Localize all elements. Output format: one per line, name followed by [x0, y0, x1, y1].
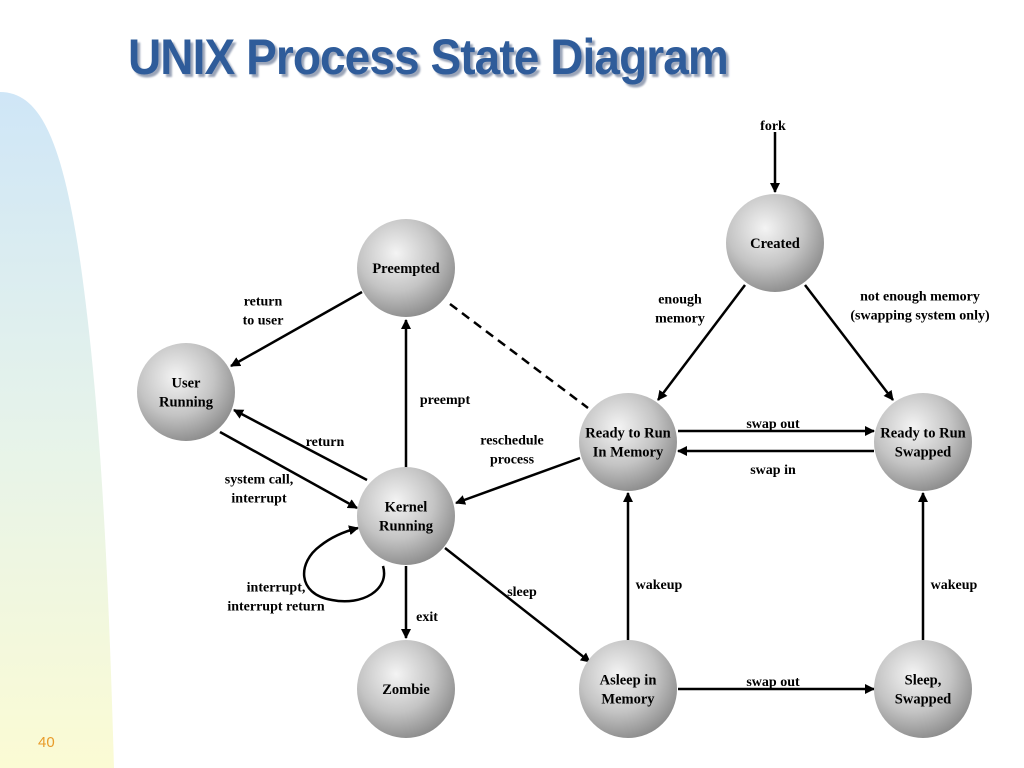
label-line: return	[244, 295, 283, 310]
label-line: swap out	[746, 417, 800, 432]
label-line: swap out	[746, 675, 800, 690]
label-line: Asleep in	[600, 673, 657, 689]
edge-interrupt-loop	[303, 525, 386, 603]
label-line: Swapped	[895, 692, 951, 708]
label-line: Running	[159, 395, 214, 411]
label-reschedule: reschedule process	[480, 434, 544, 468]
label-preempt: preempt	[420, 393, 471, 408]
label-line: interrupt	[231, 492, 287, 507]
state-created: Created	[726, 194, 824, 292]
label-line: (swapping system only)	[850, 309, 990, 324]
edge-not-enough-memory	[804, 284, 894, 401]
label-return-to-user: return to user	[243, 295, 284, 329]
edge-preempted-ready	[449, 303, 589, 409]
label-line: return	[306, 435, 345, 450]
label-line: fork	[760, 119, 786, 134]
state-label: Sleep, Swapped	[895, 673, 951, 708]
label-line: not enough memory	[860, 290, 980, 305]
edge-reschedule	[455, 456, 581, 505]
label-interrupt-return: interrupt, interrupt return	[227, 581, 325, 615]
transition-labels: fork enough memory not enough memory (swap…	[225, 119, 990, 690]
label-line: interrupt,	[247, 581, 306, 596]
label-line: User	[172, 376, 202, 392]
label-sleep: sleep	[507, 585, 537, 600]
page-number: 40	[38, 734, 55, 751]
transition-edges	[219, 132, 928, 694]
label-wakeup-swapped: wakeup	[931, 578, 978, 593]
label-line: Created	[750, 236, 800, 252]
state-sleep-swapped: Sleep, Swapped	[874, 640, 972, 738]
label-line: Sleep,	[905, 673, 942, 689]
label-line: interrupt return	[227, 600, 325, 615]
state-label: Asleep in Memory	[600, 673, 657, 708]
state-label: Preempted	[372, 261, 439, 277]
label-swap-out-bottom: swap out	[746, 675, 800, 690]
label-line: wakeup	[931, 578, 978, 593]
slide-title: UNIX Process State Diagram	[128, 29, 729, 85]
label-line: preempt	[420, 393, 471, 408]
label-line: reschedule	[480, 434, 544, 449]
label-line: wakeup	[636, 578, 683, 593]
label-line: Memory	[601, 692, 655, 708]
label-not-enough-memory: not enough memory (swapping system only)	[850, 290, 990, 324]
state-ready-in-memory: Ready to Run In Memory	[579, 393, 677, 491]
label-line: Zombie	[382, 682, 430, 698]
label-line: In Memory	[593, 445, 664, 461]
label-fork: fork	[760, 119, 786, 134]
label-line: Swapped	[895, 445, 951, 461]
label-line: Preempted	[372, 261, 439, 277]
label-wakeup-memory: wakeup	[636, 578, 683, 593]
edge-return-to-user	[230, 290, 363, 368]
edge-return	[233, 408, 368, 482]
label-line: to user	[243, 314, 284, 329]
state-preempted: Preempted	[357, 219, 455, 317]
label-return: return	[306, 435, 345, 450]
label-exit: exit	[416, 610, 438, 625]
label-line: Kernel	[385, 500, 428, 516]
label-line: Ready to Run	[585, 426, 670, 442]
edge-system-call	[219, 430, 358, 510]
state-asleep-in-memory: Asleep in Memory	[579, 640, 677, 738]
label-line: system call,	[225, 473, 293, 488]
label-line: memory	[655, 312, 705, 327]
label-system-call: system call, interrupt	[225, 473, 293, 507]
label-line: swap in	[750, 463, 796, 478]
label-line: Ready to Run	[880, 426, 965, 442]
edge-enough-memory	[657, 284, 746, 401]
label-line: sleep	[507, 585, 537, 600]
state-label: Zombie	[382, 682, 430, 698]
label-enough-memory: enough memory	[655, 293, 705, 327]
label-line: process	[490, 453, 535, 468]
state-zombie: Zombie	[357, 640, 455, 738]
edge-sleep	[444, 547, 591, 663]
state-label: Created	[750, 236, 800, 252]
label-line: exit	[416, 610, 438, 625]
state-label: Ready to Run In Memory	[585, 426, 670, 461]
label-line: Running	[379, 519, 434, 535]
label-swap-out-top: swap out	[746, 417, 800, 432]
label-swap-in: swap in	[750, 463, 796, 478]
label-line: enough	[658, 293, 702, 308]
